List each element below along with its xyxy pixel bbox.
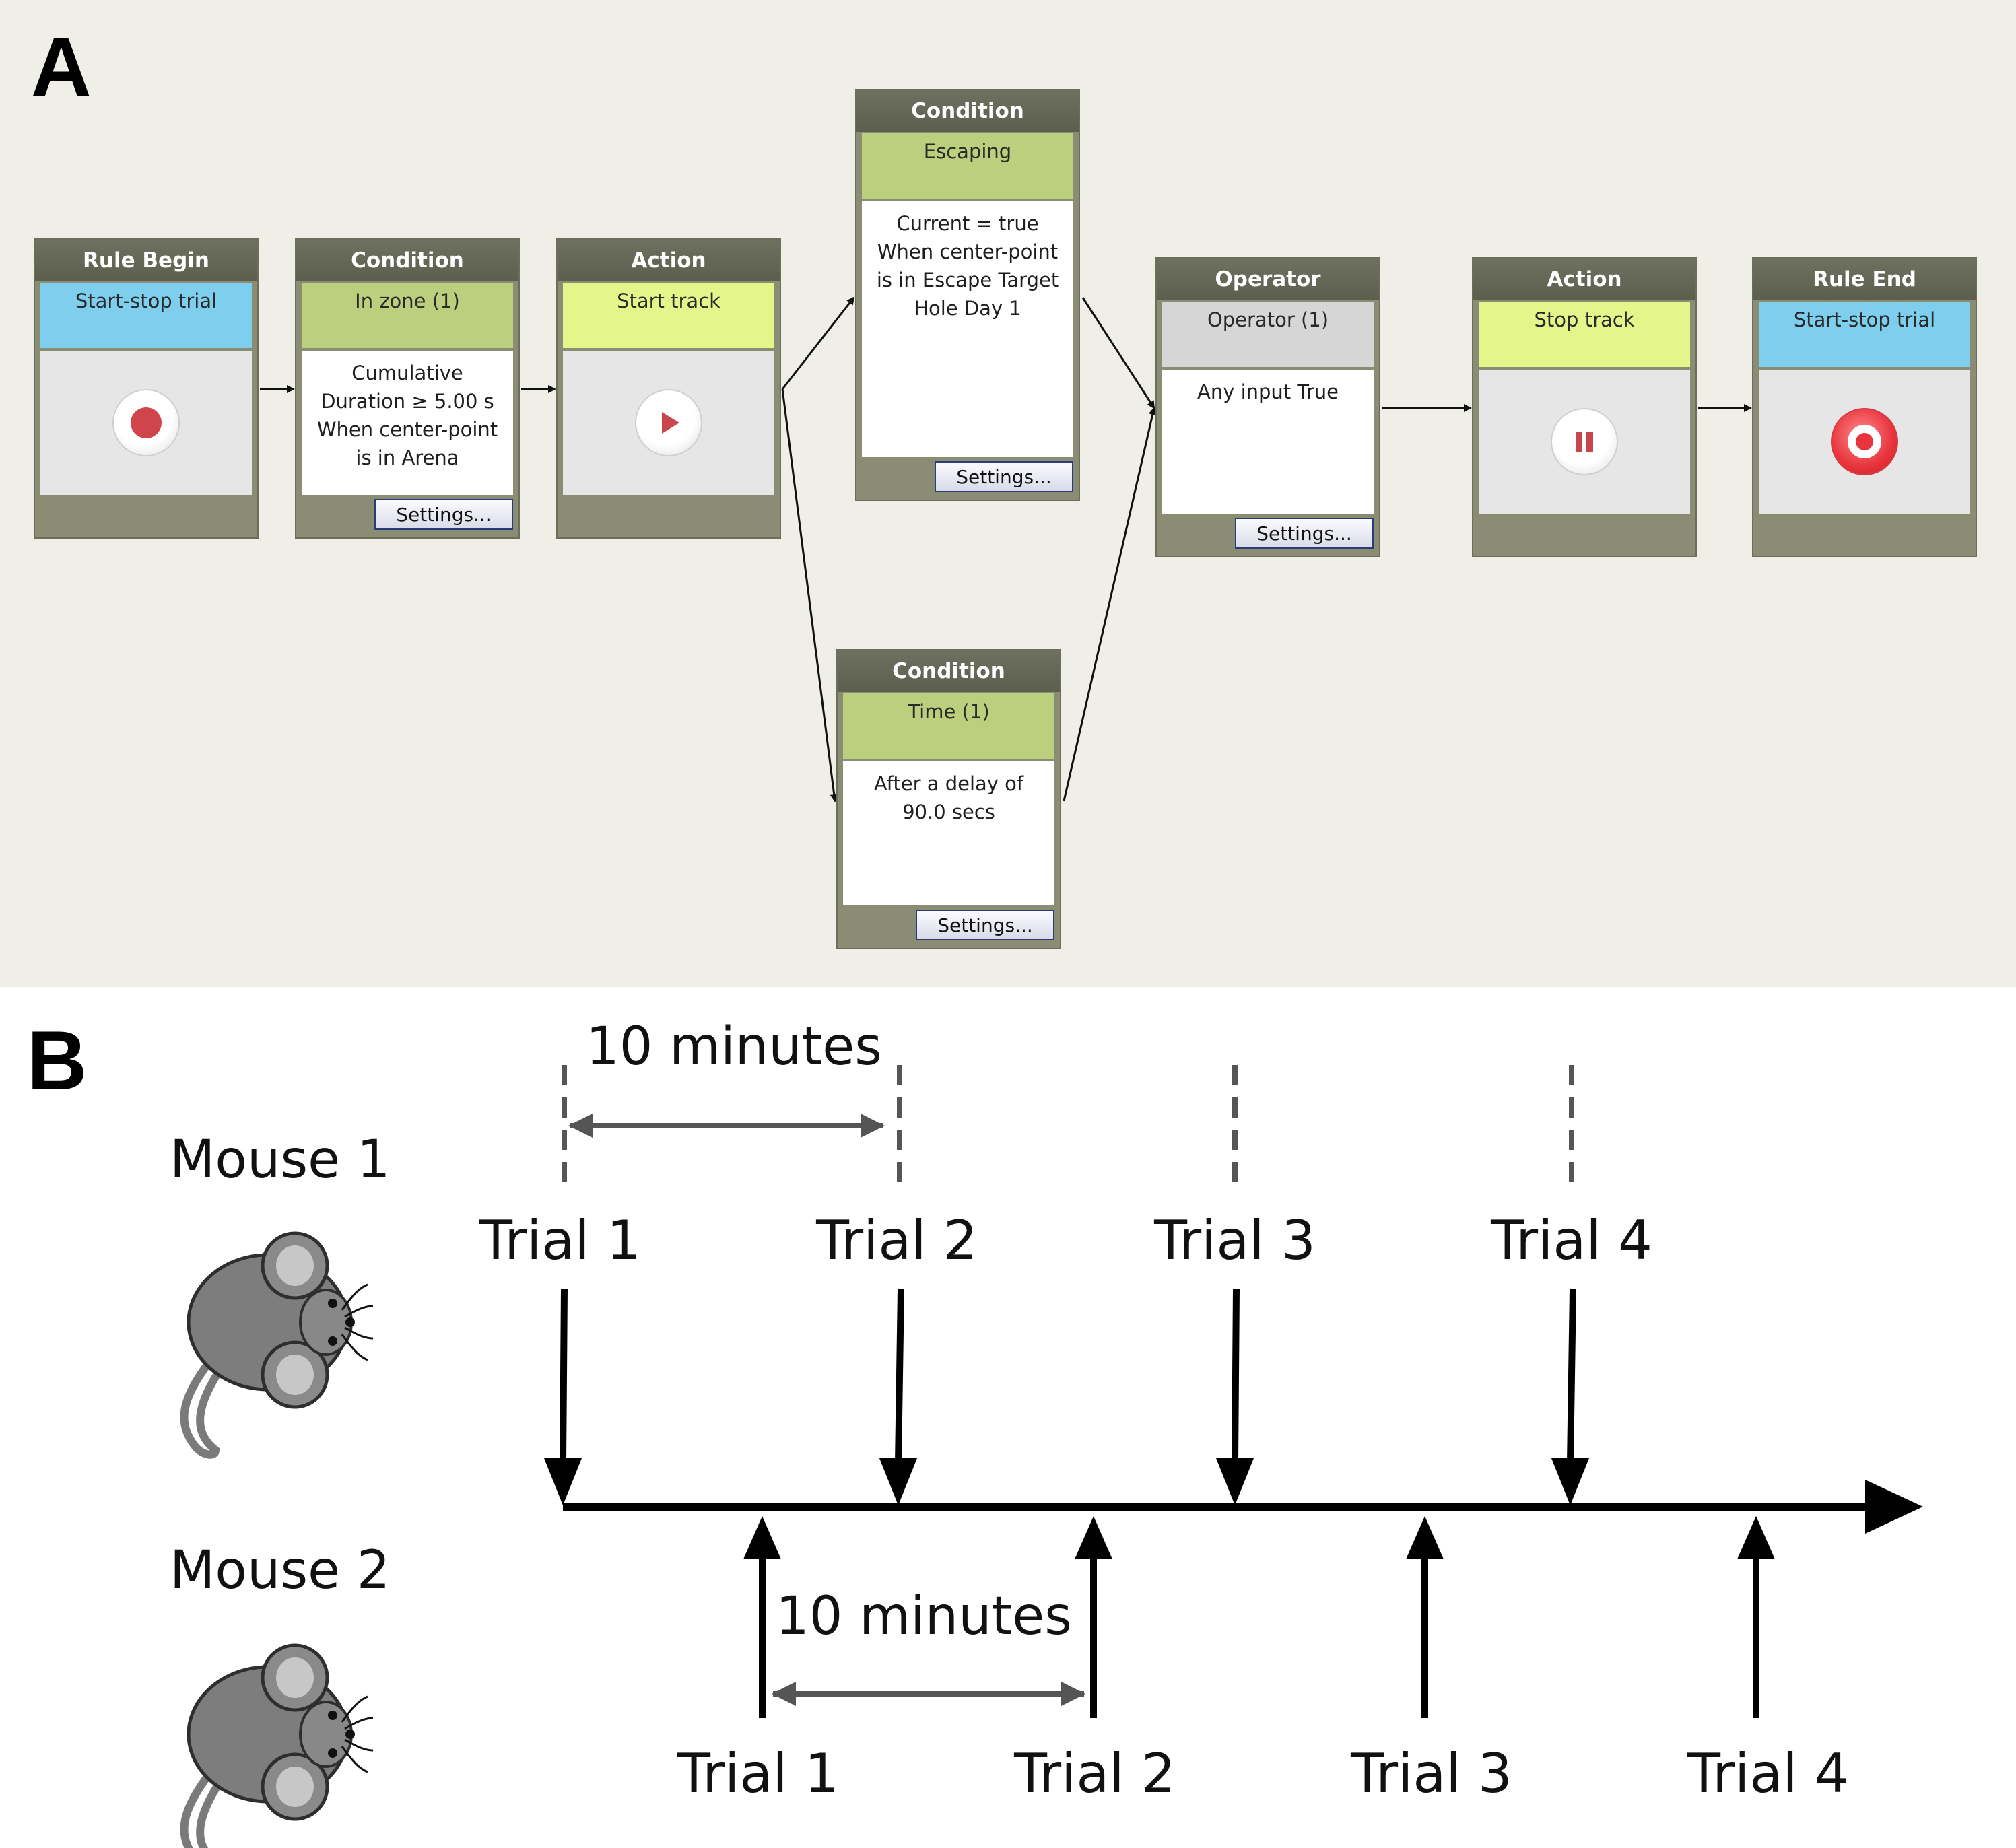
mouse2-trial1-arrowhead (743, 1516, 781, 1559)
body-line: Current = true (896, 212, 1039, 235)
mouse1-interval-label: 10 minutes (586, 1017, 882, 1077)
settings-button[interactable]: Settings... (1235, 518, 1374, 549)
body-line: After a delay of (873, 772, 1024, 795)
settings-button[interactable]: Settings... (916, 910, 1054, 940)
block-name: Operator (1) (1162, 302, 1374, 367)
mouse1-icon (180, 1231, 374, 1459)
mouse2-trial2-label: Trial 2 (1014, 1742, 1176, 1805)
time-axis-arrowhead (1865, 1480, 1923, 1534)
panel-b: B (0, 987, 2016, 1848)
block-body: Any input True (1162, 370, 1374, 514)
block-body: Current = true When center-point is in E… (862, 201, 1073, 457)
mouse1-label: Mouse 1 (170, 1130, 391, 1190)
block-name: Start track (563, 283, 774, 348)
panel-a: A Rule Begin Start-stop trial Condition … (0, 0, 2016, 987)
block-header: Rule End (1753, 259, 1976, 300)
block-name: In zone (1) (302, 283, 513, 348)
block-body: After a delay of 90.0 secs (843, 761, 1054, 905)
arrow-time-to-operator (1063, 407, 1157, 802)
block-header: Rule Begin (35, 240, 257, 281)
condition-escaping-block[interactable]: Condition Escaping Current = true When c… (855, 89, 1080, 501)
arrow-escaping-to-operator (1081, 297, 1155, 409)
flow-connectors (260, 296, 1752, 802)
mouse2-trial3-label: Trial 3 (1351, 1742, 1512, 1805)
body-line: Hole Day 1 (914, 297, 1021, 320)
mouse2-trial4-arrowhead (1737, 1516, 1775, 1559)
block-header: Condition (296, 240, 518, 281)
body-line: When center-point (316, 418, 498, 441)
block-name: Start-stop trial (40, 283, 252, 348)
block-body: Cumulative Duration ≥ 5.00 s When center… (302, 351, 513, 495)
panel-a-letter: A (31, 21, 92, 114)
action-stop-track-block[interactable]: Action Stop track (1472, 257, 1697, 557)
mouse1-trial3-arrow (1232, 1288, 1240, 1463)
block-header: Operator (1157, 259, 1379, 300)
block-header: Action (1473, 259, 1695, 300)
mouse1-trial3-arrowhead (1216, 1458, 1254, 1505)
mouse2-trial4-label: Trial 4 (1687, 1742, 1849, 1805)
body-line: Duration ≥ 5.00 s (321, 390, 494, 413)
mouse2-trial2-arrowhead (1075, 1516, 1112, 1559)
play-icon (635, 389, 702, 456)
condition-time-block[interactable]: Condition Time (1) After a delay of 90.0… (836, 649, 1061, 949)
block-body (1759, 370, 1970, 514)
block-name: Time (1) (843, 693, 1054, 759)
settings-button[interactable]: Settings... (374, 499, 513, 530)
mouse1-trial3-label: Trial 3 (1154, 1209, 1316, 1272)
mouse1-trial2-label: Trial 2 (816, 1209, 978, 1272)
body-line: Any input True (1197, 380, 1339, 403)
condition-in-zone-block[interactable]: Condition In zone (1) Cumulative Duratio… (295, 238, 520, 539)
stop-record-icon (1831, 408, 1898, 475)
mouse1-trial4-arrow (1567, 1288, 1576, 1463)
action-start-track-block[interactable]: Action Start track (556, 238, 781, 539)
block-header: Action (558, 240, 780, 281)
body-line: When center-point (877, 240, 1059, 263)
block-name: Stop track (1479, 302, 1690, 367)
mouse1-trial1-arrow (560, 1288, 568, 1463)
block-name: Escaping (862, 133, 1073, 199)
panel-b-letter: B (27, 1015, 88, 1107)
block-body (1479, 370, 1690, 514)
body-line: 90.0 secs (902, 800, 995, 823)
mouse2-trial3-arrowhead (1406, 1516, 1444, 1559)
rule-end-block[interactable]: Rule End Start-stop trial (1752, 257, 1977, 557)
mouse1-trial4-arrowhead (1551, 1458, 1589, 1505)
mouse2-icon (180, 1643, 374, 1848)
block-header: Condition (856, 90, 1079, 132)
operator-block[interactable]: Operator Operator (1) Any input True Set… (1155, 257, 1380, 557)
pause-icon (1551, 408, 1618, 475)
timeline-diagram (180, 1065, 1923, 1848)
mouse1-trial4-label: Trial 4 (1491, 1209, 1652, 1272)
body-line: Cumulative (351, 362, 463, 384)
mouse2-trial1-label: Trial 1 (677, 1742, 839, 1805)
block-body (40, 351, 252, 495)
block-header: Condition (838, 650, 1060, 692)
body-line: is in Arena (356, 446, 459, 469)
mouse2-interval-label: 10 minutes (776, 1586, 1072, 1647)
mouse1-trial2-arrowhead (879, 1458, 917, 1505)
mouse1-trial1-arrowhead (544, 1458, 582, 1505)
block-name: Start-stop trial (1759, 302, 1970, 367)
body-line: is in Escape Target (876, 269, 1059, 292)
mouse1-trial1-label: Trial 1 (479, 1209, 641, 1272)
record-icon (112, 389, 180, 456)
settings-button[interactable]: Settings... (935, 461, 1073, 492)
mouse1-trial2-arrow (895, 1288, 904, 1463)
rule-begin-block[interactable]: Rule Begin Start-stop trial (34, 238, 259, 539)
arrow-start-to-time (781, 388, 838, 802)
arrow-start-to-escaping (781, 296, 855, 390)
block-body (563, 351, 774, 495)
mouse2-label: Mouse 2 (170, 1540, 391, 1601)
